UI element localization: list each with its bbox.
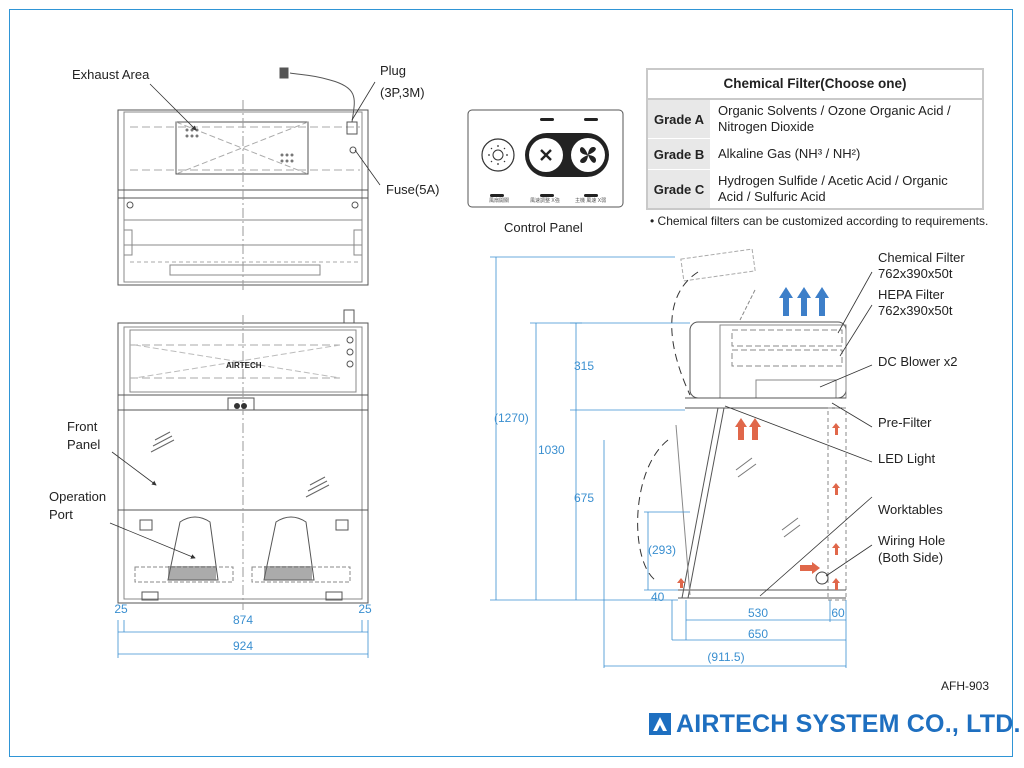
brand: AIRTECH SYSTEM CO., LTD. bbox=[649, 710, 1021, 739]
operation-port-right bbox=[263, 516, 315, 581]
cp-button-label-2: 風速調整 X強 bbox=[530, 198, 560, 204]
top-view bbox=[117, 67, 369, 290]
chemical-filter-note: • Chemical filters can be customized acc… bbox=[650, 214, 989, 228]
drawing-frame bbox=[9, 9, 1013, 757]
hepa-filter-size: 762x390x50t bbox=[878, 303, 953, 318]
chemical-filter-title: Chemical Filter(Choose one) bbox=[648, 70, 982, 100]
pre-filter-label: Pre-Filter bbox=[878, 415, 932, 430]
grade-desc-cell: Organic Solvents / Ozone Organic Acid / … bbox=[718, 103, 951, 134]
dim-side-total-depth: (911.5) bbox=[707, 650, 745, 664]
grade-desc-cell: Alkaline Gas (NH³ / NH²) bbox=[718, 146, 861, 161]
dim-side-lower-height: 675 bbox=[574, 491, 595, 505]
table-row: Grade B Alkaline Gas (NH³ / NH²) bbox=[648, 139, 982, 170]
dim-side-top-height: 315 bbox=[574, 359, 595, 373]
plug-spec-label: (3P,3M) bbox=[380, 85, 425, 100]
brand-logo-mark bbox=[649, 713, 671, 735]
fuse-label: Fuse(5A) bbox=[386, 182, 440, 197]
chemical-filter-label: Chemical Filter bbox=[878, 250, 965, 265]
model-number: AFH-903 bbox=[941, 679, 990, 693]
cp-button-label-1: 風扇開關 bbox=[489, 198, 510, 204]
dim-side-opening: (293) bbox=[648, 543, 677, 557]
worktables-label: Worktables bbox=[878, 502, 943, 517]
exhaust-area-box bbox=[175, 121, 309, 175]
front-panel-label: Front bbox=[67, 419, 98, 434]
control-panel-caption: Control Panel bbox=[504, 220, 583, 235]
grade-cell: Grade B bbox=[648, 139, 710, 169]
led-light-label: LED Light bbox=[878, 451, 936, 466]
side-view-leaders bbox=[724, 271, 873, 597]
front-brand-logo: AIRTECH bbox=[226, 361, 262, 370]
airflow-up-arrows bbox=[779, 287, 829, 316]
table-row: Grade C Hydrogen Sulfide / Acetic Acid /… bbox=[648, 170, 982, 208]
dim-side-depth: 650 bbox=[747, 627, 769, 641]
table-row: Grade A Organic Solvents / Ozone Organic… bbox=[648, 100, 982, 139]
front-panel-label-2: Panel bbox=[67, 437, 101, 452]
dim-front-total: 924 bbox=[232, 639, 254, 653]
dim-front-inner: 874 bbox=[232, 613, 254, 627]
dim-side-worktable: 530 bbox=[747, 606, 769, 620]
operation-port-label: Operation bbox=[49, 489, 107, 504]
operation-port-left bbox=[167, 516, 219, 581]
dc-blower-label: DC Blower x2 bbox=[878, 354, 958, 369]
plug-label: Plug bbox=[380, 63, 407, 78]
hepa-filter-label: HEPA Filter bbox=[878, 287, 945, 302]
grade-desc-cell: Hydrogen Sulfide / Acetic Acid / Organic… bbox=[718, 173, 948, 204]
dim-front-left: 25 bbox=[114, 602, 128, 616]
chemical-filter-size: 762x390x50t bbox=[878, 266, 953, 281]
grade-cell: Grade C bbox=[648, 170, 710, 208]
dim-side-right: 60 bbox=[831, 606, 845, 620]
dim-side-bottom: 40 bbox=[651, 590, 665, 604]
front-view-leaders bbox=[109, 451, 196, 559]
side-dimension-lines bbox=[490, 256, 847, 668]
grade-cell: Grade A bbox=[648, 100, 710, 138]
airflow-in-arrows bbox=[677, 418, 840, 590]
control-panel-drawing bbox=[467, 109, 624, 208]
front-dimension-lines bbox=[117, 620, 369, 658]
brand-logo-icon bbox=[649, 714, 671, 736]
top-view-leaders bbox=[149, 81, 381, 186]
wiring-hole-label: Wiring Hole bbox=[878, 533, 946, 548]
front-control-panel bbox=[227, 397, 255, 411]
dim-side-total-height: (1270) bbox=[494, 411, 529, 425]
front-view bbox=[117, 309, 369, 610]
brand-name: AIRTECH SYSTEM CO., LTD. bbox=[676, 710, 1021, 738]
cp-button-label-3: 主機 風速 X弱 bbox=[575, 198, 607, 204]
chemical-filter-table: Chemical Filter(Choose one) Grade A Orga… bbox=[646, 68, 984, 210]
dim-front-right: 25 bbox=[358, 602, 372, 616]
exhaust-vent-dots bbox=[185, 128, 294, 163]
exhaust-area-label: Exhaust Area bbox=[72, 67, 150, 82]
operation-port-label-2: Port bbox=[49, 507, 73, 522]
side-view bbox=[637, 248, 847, 601]
dim-side-body-height: 1030 bbox=[538, 443, 565, 457]
wiring-hole-label-2: (Both Side) bbox=[878, 550, 944, 565]
